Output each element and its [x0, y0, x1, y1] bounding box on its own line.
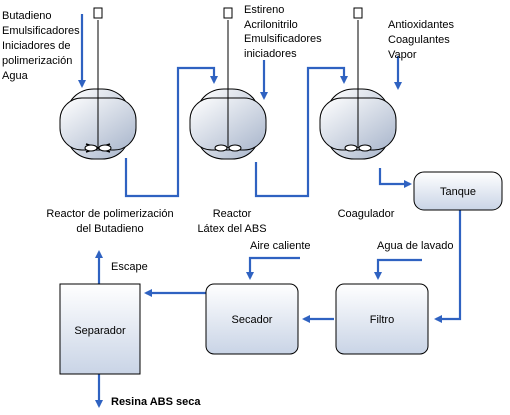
coagulator-input-item: Vapor [388, 49, 417, 61]
coagulator-input-item: Coagulantes [388, 34, 450, 46]
reactor2-agitator-icon [214, 144, 228, 152]
wash-water-arrow [374, 258, 422, 280]
reactor2-vessel [189, 7, 267, 160]
reactor1-caption-line: Reactor de polimerización [46, 208, 173, 220]
escape-label: Escape [111, 261, 148, 273]
reactor1-to-reactor2-line [124, 66, 218, 198]
tanque-box: Tanque [413, 171, 503, 211]
hot-air-arrow [246, 256, 300, 280]
reactor2-inputs: Estireno Acrilonitrilo Emulsificadores i… [244, 4, 322, 60]
reactor2-caption: Reactor Látex del ABS [197, 208, 266, 235]
reactor2-input-item: Emulsificadores [244, 33, 322, 45]
coagulator-to-tanque-line [378, 168, 412, 188]
product-label: Resina ABS seca [111, 396, 201, 408]
reactor1-input-item: Agua [2, 70, 29, 82]
coagulator-agitator-icon [344, 144, 358, 152]
reactor1-input-item: Iniciadores de [2, 40, 71, 52]
reactor1-input-item: Butadieno [2, 10, 52, 22]
reactor2-caption-line: Reactor [213, 208, 252, 220]
secador-box: Secador [205, 283, 299, 355]
filtro-box: Filtro [335, 283, 429, 355]
reactor2-input-item: Estireno [244, 4, 284, 16]
reactor1-caption-line: del Butadieno [76, 223, 143, 235]
reactor2-to-coagulator-line [254, 66, 348, 198]
coagulator-inputs: Antioxidantes Coagulantes Vapor [388, 19, 455, 61]
hot-air-label: Aire caliente [250, 240, 311, 252]
reactor2-caption-line: Látex del ABS [197, 223, 266, 235]
filtro-label: Filtro [370, 314, 394, 326]
reactor1-input-item: polimerización [2, 55, 72, 67]
tanque-label: Tanque [440, 186, 476, 198]
reactor2-input-item: Acrilonitrilo [244, 19, 298, 31]
separador-label: Separador [74, 325, 126, 337]
coagulator-caption: Coagulador [338, 208, 395, 220]
flow-lines [78, 14, 462, 408]
coagulator-vessel [319, 7, 397, 160]
reactor2-input-item: iniciadores [244, 48, 297, 60]
reactor1-inputs: Butadieno Emulsificadores Iniciadores de… [2, 10, 80, 82]
reactor1-caption: Reactor de polimerización del Butadieno [46, 208, 173, 235]
reactor1-vessel [59, 7, 137, 160]
secador-label: Secador [232, 314, 273, 326]
reactor1-input-item: Emulsificadores [2, 25, 80, 37]
wash-water-label: Agua de lavado [377, 240, 453, 252]
coagulator-input-item: Antioxidantes [388, 19, 455, 31]
coagulator-caption-line: Coagulador [338, 208, 395, 220]
tanque-to-filtro-line [434, 210, 462, 323]
separador-box: Separador [59, 283, 141, 375]
